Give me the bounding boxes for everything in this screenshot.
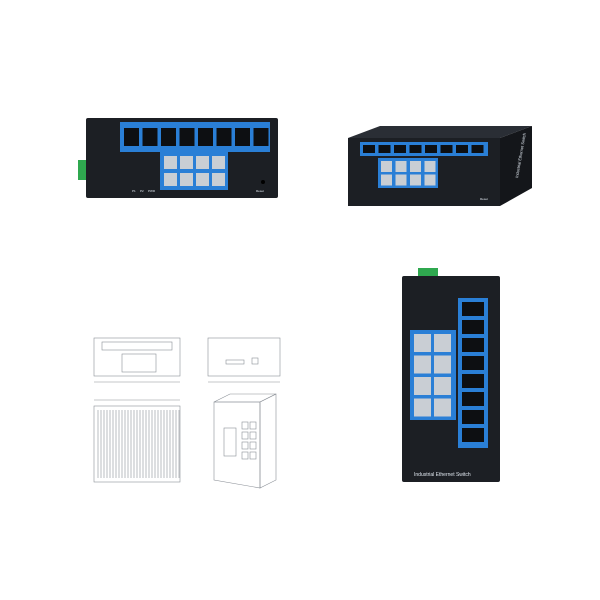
sfp-port (440, 145, 453, 153)
switch-front-svg: P1 P2 PWR Reset (78, 118, 278, 198)
sfp-port (462, 410, 484, 424)
drawing-iso-port (249, 441, 257, 450)
rj45-port (196, 156, 209, 169)
sfp-port (462, 338, 484, 352)
drawing-front-outline (93, 337, 181, 377)
sfp-port (161, 128, 176, 146)
rj45-port (212, 156, 225, 169)
rj45-ports (164, 156, 225, 186)
drawing-din-clip (225, 359, 245, 365)
drawing-iso-port (241, 441, 249, 450)
led-labels: P1 P2 PWR (132, 189, 156, 193)
rj45-port (381, 174, 392, 186)
heatsink-fins (97, 410, 180, 478)
sfp-port (462, 356, 484, 370)
drawing-rj45-block (121, 353, 157, 373)
rj45-port (414, 334, 431, 352)
switch-vertical-view: Industrial Ethernet Switch (396, 266, 506, 486)
rj45-port (414, 398, 431, 417)
rj45-port (424, 161, 436, 172)
sfp-port (425, 145, 437, 153)
rj45-port (395, 174, 407, 186)
drawing-sfp-row (101, 341, 173, 351)
rj45-port (180, 173, 193, 186)
sfp-port (409, 145, 422, 153)
rj45-port (180, 156, 193, 169)
rj45-port (164, 173, 177, 186)
sfp-ports (124, 128, 269, 146)
rj45-port (410, 174, 421, 186)
rj45-port (434, 355, 451, 374)
switch-side-face (500, 126, 532, 206)
sfp-port (378, 145, 391, 153)
sfp-port (253, 128, 269, 146)
sfp-ports (462, 302, 484, 442)
drawing-iso-label (223, 427, 237, 457)
drawing-iso-port (249, 451, 257, 460)
switch-top-face (348, 126, 532, 138)
drawing-side-outline (207, 337, 281, 377)
drawing-connector (251, 357, 259, 365)
switch-front-view: P1 P2 PWR Reset (68, 112, 288, 204)
rj45-ports (381, 161, 436, 186)
reset-button (261, 180, 265, 184)
rj45-port (395, 161, 407, 172)
sfp-port (198, 128, 213, 146)
sfp-port (394, 145, 406, 153)
sfp-port (462, 392, 484, 406)
sfp-port (124, 128, 139, 146)
rj45-port (414, 355, 431, 374)
sfp-port (462, 374, 484, 388)
reset-label: Reset (256, 189, 264, 193)
drawings-svg (93, 337, 281, 489)
sfp-port (462, 302, 484, 316)
rj45-port (414, 377, 431, 395)
drawing-iso-port (241, 451, 249, 460)
sfp-port (456, 145, 468, 153)
rj45-port (381, 161, 392, 172)
sfp-ports (363, 145, 484, 153)
rj45-port (434, 377, 451, 395)
rj45-port (424, 174, 436, 186)
sfp-port (471, 145, 484, 153)
sfp-port (142, 128, 158, 146)
led-label: PWR (148, 189, 156, 193)
rj45-ports (414, 334, 451, 417)
product-label: Industrial Ethernet Switch (414, 472, 471, 478)
drawing-iso-top (213, 393, 277, 403)
sfp-port (462, 428, 484, 442)
switch-angled-view: Industrial Ethernet Switch Reset (340, 118, 540, 210)
drawing-iso-ports (241, 421, 257, 460)
drawing-iso-front (213, 401, 261, 489)
rj45-port (212, 173, 225, 186)
rj45-port (410, 161, 421, 172)
rj45-port (196, 173, 209, 186)
drawing-iso-port (249, 431, 257, 440)
drawing-iso-port (241, 431, 249, 440)
sfp-port (363, 145, 375, 153)
switch-vertical-svg: Industrial Ethernet Switch (402, 268, 500, 482)
rj45-port (164, 156, 177, 169)
led-label: P1 (132, 189, 136, 193)
sfp-port (462, 320, 484, 334)
rj45-port (434, 334, 451, 352)
drawing-iso-side (259, 393, 277, 489)
power-terminal-block (418, 268, 438, 278)
led-label: P2 (140, 189, 144, 193)
reset-label: Reset (480, 197, 488, 201)
sfp-port (179, 128, 195, 146)
drawing-iso-port (249, 421, 257, 430)
rj45-port (434, 398, 451, 417)
technical-drawings (80, 330, 300, 500)
sfp-port (216, 128, 232, 146)
drawing-iso-port (241, 421, 249, 430)
drawing-rear-outline (93, 405, 181, 483)
switch-angled-svg: Industrial Ethernet Switch Reset (348, 126, 532, 206)
sfp-port (235, 128, 250, 146)
